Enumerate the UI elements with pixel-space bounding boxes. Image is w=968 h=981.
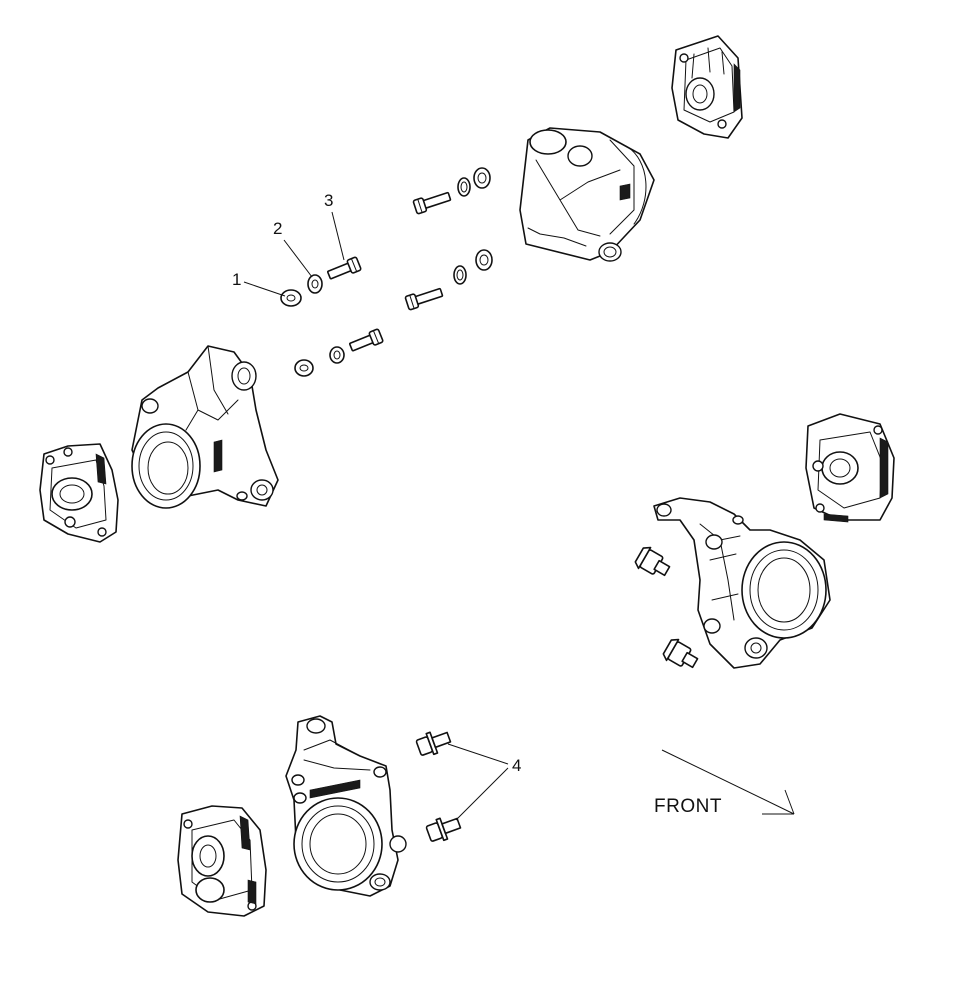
washer-large xyxy=(280,289,302,307)
brake-caliper-right xyxy=(805,413,895,523)
front-direction-indicator: FRONT xyxy=(654,749,795,817)
bearing-carrier-left xyxy=(131,345,279,509)
knuckle-bolt-right-upper xyxy=(634,546,671,577)
brake-caliper-left xyxy=(39,443,119,543)
callout-4: 4 xyxy=(447,743,521,821)
bolt xyxy=(327,256,362,280)
callout-label-1: 1 xyxy=(232,270,241,289)
bearing-carrier-upper-right xyxy=(519,127,655,262)
upper-bolt-set xyxy=(412,167,491,215)
front-label: FRONT xyxy=(654,796,722,817)
lower-bolt-set xyxy=(294,328,384,377)
callout-3: 3 xyxy=(324,191,345,261)
flange-bolt-lower xyxy=(425,817,462,842)
brake-caliper-upper-right xyxy=(671,35,743,139)
callout-label-4: 4 xyxy=(512,756,521,775)
steering-knuckle-right xyxy=(653,497,831,669)
flange-bolt-upper xyxy=(415,731,452,756)
brake-caliper-lower xyxy=(177,805,267,917)
steering-knuckle-lower xyxy=(285,715,407,897)
callout-2: 2 xyxy=(273,219,313,278)
callout-label-2: 2 xyxy=(273,219,282,238)
knuckle-bolt-right-lower xyxy=(662,638,699,669)
washer-small xyxy=(307,274,323,294)
callout-1: 1 xyxy=(232,270,286,297)
middle-bolt-set xyxy=(404,249,493,311)
callout-label-3: 3 xyxy=(324,191,333,210)
